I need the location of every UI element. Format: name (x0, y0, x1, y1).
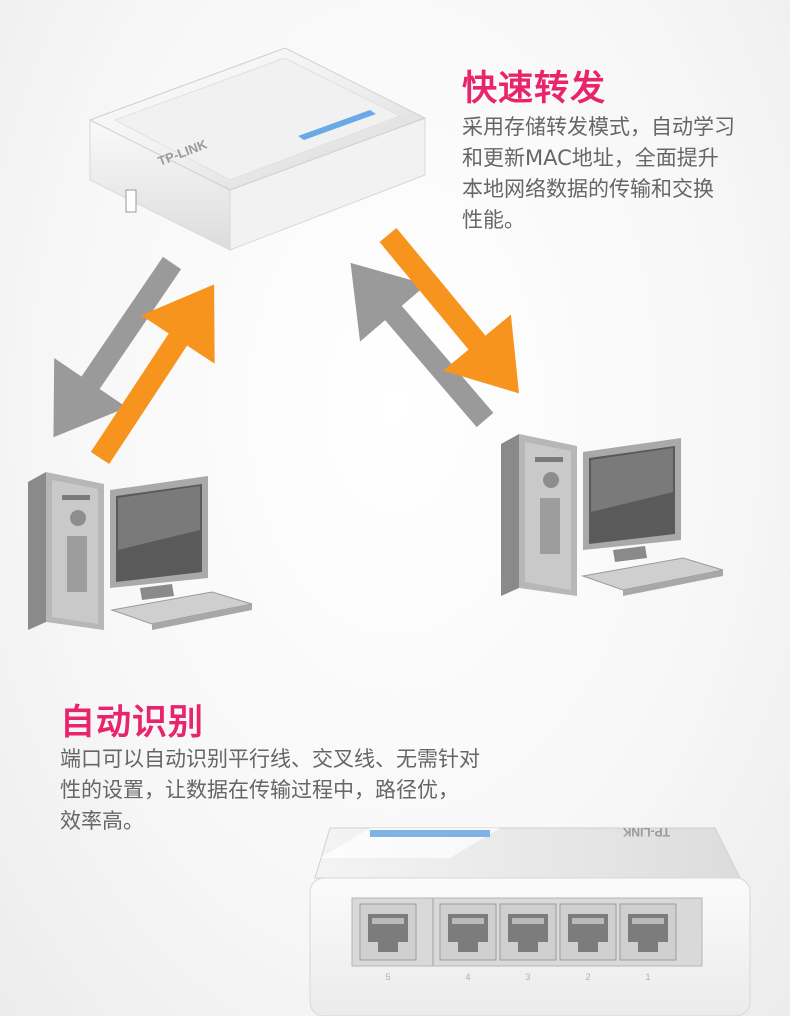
arrow-orange-right (379, 227, 520, 394)
ethernet-port (439, 903, 497, 961)
section2-desc-line: 端口可以自动识别平行线、交叉线、无需针对 (60, 747, 480, 771)
section1-desc-line: 采用存储转发模式，自动学习 (462, 115, 735, 139)
ethernet-port (499, 903, 557, 961)
ethernet-port (619, 903, 677, 961)
arrow-gray-right (350, 262, 494, 428)
ethernet-port (359, 903, 417, 961)
section2-description: 端口可以自动识别平行线、交叉线、无需针对 性的设置，让数据在传输过程中，路径优，… (60, 744, 480, 837)
section2-desc-line: 性的设置，让数据在传输过程中，路径优， (60, 778, 459, 802)
section2-title: 自动识别 (60, 703, 205, 743)
port-number-label: 4 (465, 972, 470, 982)
section2-desc-line: 效率高。 (60, 809, 144, 833)
port-number-label: 3 (525, 972, 530, 982)
switch-bottom-image: TP-LINK 5 4 3 2 1 (309, 825, 751, 1016)
port-number-label: 5 (385, 972, 390, 982)
port-number-label: 2 (585, 972, 590, 982)
switch-top-image: TP-LINK (88, 47, 427, 251)
ethernet-port (559, 903, 617, 961)
computer-left-image (28, 472, 253, 630)
section1-title: 快速转发 (462, 69, 607, 109)
switch-bottom-brand: TP-LINK (622, 825, 670, 839)
arrow-orange-left (90, 284, 215, 465)
section1-desc-line: 性能。 (462, 208, 525, 232)
section1-desc-line: 本地网络数据的传输和交换 (462, 177, 714, 201)
computer-right-image (501, 434, 724, 596)
section1-description: 采用存储转发模式，自动学习 和更新MAC地址，全面提升 本地网络数据的传输和交换… (462, 112, 735, 236)
section1-desc-line: 和更新MAC地址，全面提升 (462, 146, 719, 170)
port-number-label: 1 (645, 972, 650, 982)
